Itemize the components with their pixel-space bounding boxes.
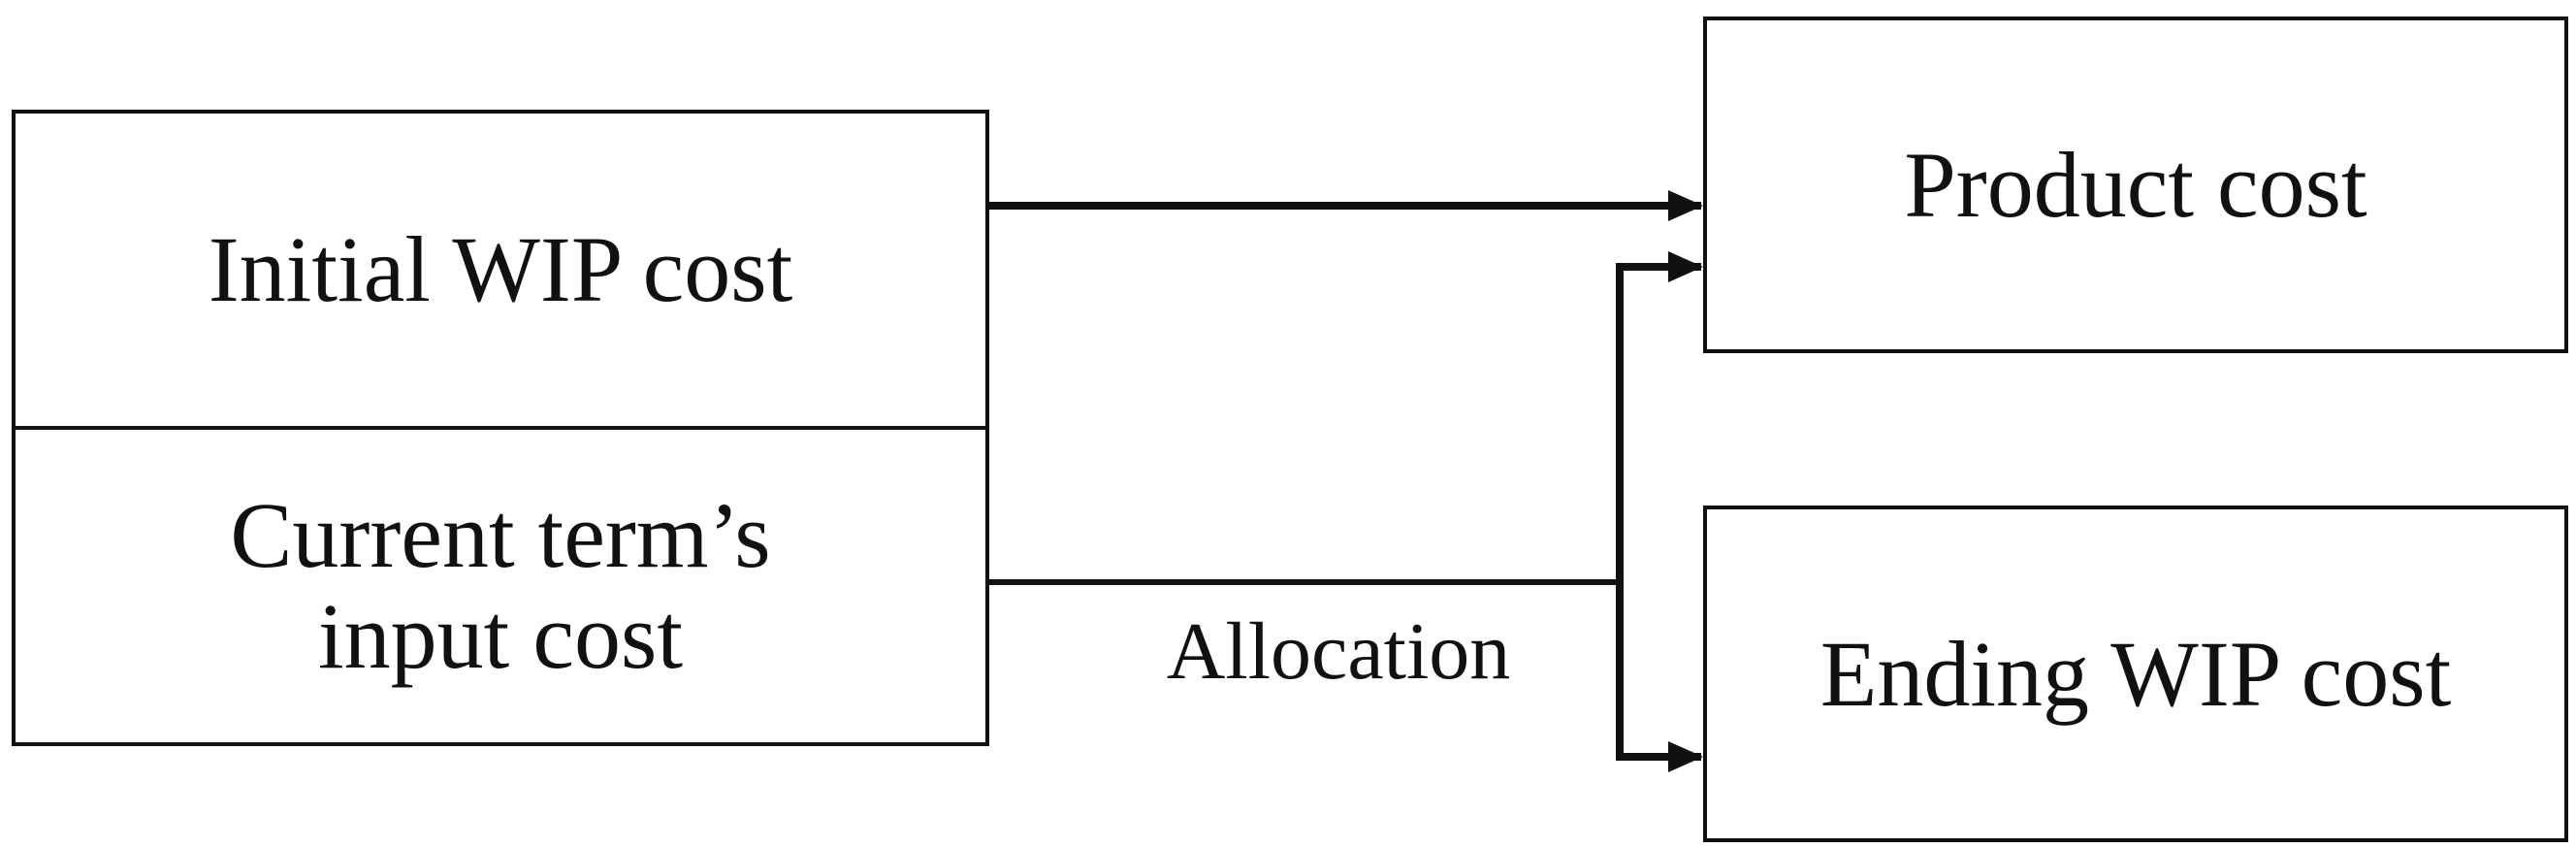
arrowhead-split-to-product (1668, 251, 1703, 282)
current-term-label-line1: Current term’s (230, 483, 771, 588)
initial-wip-cost-box: Initial WIP cost (12, 110, 989, 430)
initial-wip-cost-label: Initial WIP cost (208, 217, 793, 322)
allocation-label: Allocation (1166, 606, 1511, 697)
arrowhead-split-to-ending (1668, 741, 1703, 772)
ending-wip-cost-box: Ending WIP cost (1703, 506, 2568, 842)
current-term-input-cost-text: Current term’s input cost (230, 485, 770, 686)
product-cost-box: Product cost (1703, 16, 2568, 353)
ending-wip-cost-label: Ending WIP cost (1819, 621, 2452, 726)
current-term-label-line2: input cost (318, 584, 683, 688)
arrowhead-initial-to-product (1668, 190, 1703, 221)
current-term-input-cost-box: Current term’s input cost (12, 426, 989, 746)
product-cost-label: Product cost (1904, 132, 2367, 237)
